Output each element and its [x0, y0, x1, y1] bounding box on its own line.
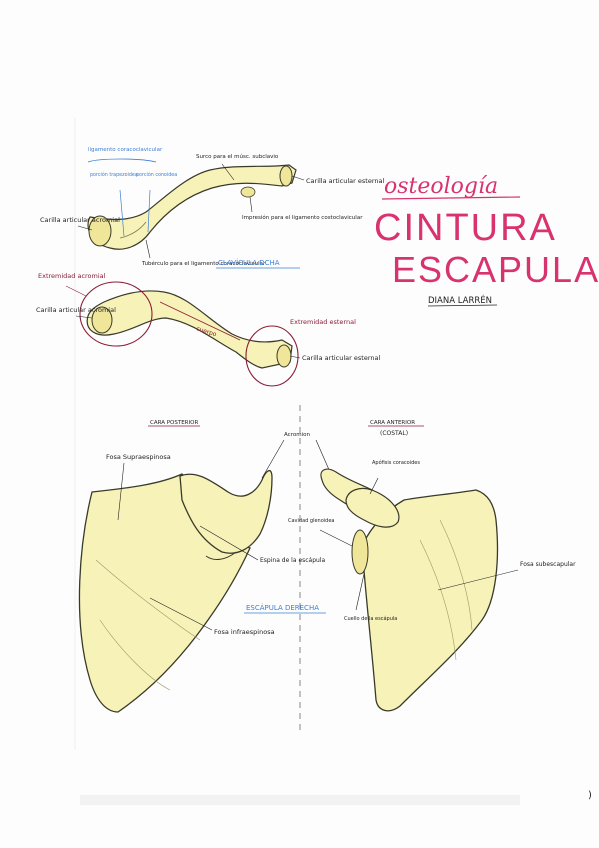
label-ext-acromial: Extremidad acromial [38, 272, 106, 280]
sternal-facet-bottom [276, 344, 292, 368]
leader-tuberculo [145, 239, 151, 259]
scapula-anterior [320, 468, 499, 712]
anterior-shading-1 [419, 539, 457, 661]
anterior-title: CARA ANTERIOR [370, 420, 415, 426]
leader-espina [199, 525, 259, 561]
costoclavicular-impression [240, 186, 256, 198]
label-carilla-acromial-bottom: Carilla articular acromial [36, 306, 116, 314]
circle-acromial-end [79, 281, 153, 347]
label-lig-coraco: ligamento coracoclavicular [88, 147, 163, 153]
leader-surco [221, 163, 235, 181]
clavicle-top-shading [119, 221, 147, 239]
coracoid-process [345, 487, 400, 528]
label-subescapular: Fosa subescapular [520, 561, 576, 568]
anterior-shading-2 [439, 519, 473, 631]
title-line1: CINTURA [374, 207, 557, 249]
scapula-posterior [78, 470, 273, 713]
subtitle-osteologia: osteología [384, 174, 498, 199]
label-coracoides: Apófisis coracoides [372, 459, 420, 466]
leader-conoidea [147, 189, 151, 233]
label-porcion-trapezoidea: porción trapezoidea [90, 171, 138, 178]
body-arrow [159, 301, 241, 341]
corner-mark: ) [588, 790, 592, 801]
glenoid-posterior [205, 551, 237, 560]
label-supraespinosa: Fosa Supraespinosa [106, 453, 171, 461]
label-ext-esternal: Extremidad esternal [290, 318, 356, 326]
leader-carilla-esternal-bottom [289, 355, 301, 359]
label-glenoidea: Cavidad glenoidea [288, 518, 334, 524]
leader-ext-acromial [65, 285, 87, 297]
label-porcion-conoidea: porción conoidea [136, 171, 177, 178]
leader-carilla-esternal-top [291, 175, 305, 181]
sternal-facet-top [279, 165, 293, 187]
label-surco: Surco para el músc. subclavio [196, 153, 279, 160]
circle-sternal-end [245, 325, 299, 387]
scapular-spine-acromion [179, 470, 273, 554]
acromial-facet-top [88, 215, 112, 247]
label-tuberculo: Tubérculo para el ligamento coracoclavic… [141, 260, 266, 267]
leader-glenoidea [319, 529, 353, 547]
title-line2: ESCAPULAR [392, 249, 599, 290]
label-impresion: Impresión para el ligamento costoclavicu… [242, 214, 363, 221]
leader-carilla-acromial-bottom [75, 315, 93, 319]
label-carilla-esternal-top: Carilla articular esternal [306, 177, 384, 185]
leader-infraespinosa [149, 597, 213, 631]
author-name: DIANA LARRÉN [428, 294, 492, 306]
label-espina: Espina de la escápula [260, 557, 326, 564]
clavicle-bottom-bone [86, 290, 293, 369]
subtitle-underline [381, 196, 521, 200]
posterior-shading-1 [99, 619, 171, 691]
brace-lig-coraco [87, 158, 157, 163]
anterior-subtitle: (COSTAL) [380, 430, 408, 437]
label-carilla-acromial-top: Carilla articular acromial [40, 216, 120, 224]
label-infraespinosa: Fosa infraespinosa [214, 628, 275, 636]
leader-acromion-posterior [261, 439, 285, 479]
leader-trapezoidea [119, 189, 125, 237]
leader-impresion [249, 196, 253, 213]
clavicle-inferior-view [79, 281, 299, 387]
leader-supraespinosa [117, 462, 125, 521]
label-cuello: Cuello de la escápula [344, 615, 397, 622]
scapula-anterior-body [361, 489, 499, 712]
clavicle-superior-view [87, 164, 297, 250]
leader-carilla-acromial-top [77, 225, 93, 231]
leader-cuello [355, 573, 365, 611]
leader-coracoides [369, 477, 379, 495]
page-shadow [80, 795, 520, 805]
author-underline [427, 304, 498, 307]
label-acromion: Acromion [284, 432, 310, 438]
label-carilla-esternal-bottom: Carilla articular esternal [302, 354, 380, 362]
clavicle-heading: CLAVÍCULA DCHA [218, 258, 280, 267]
glenoid-cavity [351, 529, 369, 575]
scapula-heading: ESCÁPULA DERECHA [246, 603, 319, 612]
leader-acromion-anterior [315, 439, 331, 473]
acromial-facet-bottom [91, 306, 113, 334]
posterior-shading-2 [95, 559, 201, 641]
posterior-title: CARA POSTERIOR [150, 420, 198, 426]
leader-subescapular [437, 569, 519, 591]
